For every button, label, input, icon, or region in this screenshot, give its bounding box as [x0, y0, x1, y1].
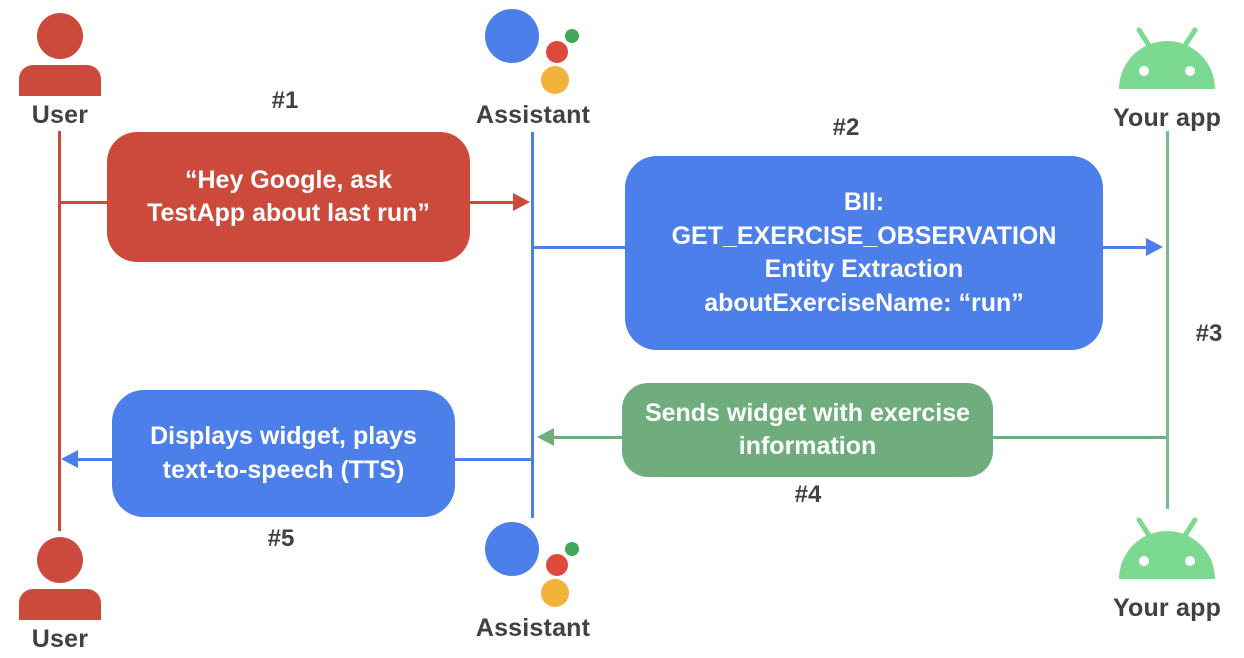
- message-box-1: “Hey Google, ask TestApp about last run”: [107, 132, 470, 262]
- lifeline-user: [58, 131, 61, 531]
- step-label-1: #1: [271, 87, 299, 114]
- message-4-line: Sends widget with exercise: [644, 398, 971, 427]
- message-2-line: aboutExerciseName: “run”: [704, 288, 1024, 317]
- message-5-line: Displays widget, plays: [150, 422, 417, 450]
- step-label-3: #3: [1195, 320, 1223, 347]
- actor-label-user-top: User: [31, 101, 89, 129]
- lifeline-assistant: [531, 132, 534, 518]
- android-icon: [1117, 517, 1217, 584]
- arrow-2-head: [1146, 238, 1163, 256]
- message-box-2: BII: GET_EXERCISE_OBSERVATION Entity Ext…: [625, 156, 1103, 350]
- actor-label-your-app-top: Your app: [1112, 104, 1222, 132]
- actor-user-top: User: [0, 12, 130, 130]
- message-1-line: “Hey Google, ask: [184, 165, 393, 194]
- person-icon: [18, 536, 102, 625]
- message-2-line: BII:: [843, 188, 885, 216]
- message-2-line: Entity Extraction: [764, 255, 964, 283]
- message-box-5: Displays widget, plays text-to-speech (T…: [112, 390, 455, 517]
- message-5-line: text-to-speech (TTS): [162, 455, 405, 484]
- actor-label-assistant-top: Assistant: [475, 101, 591, 129]
- step-label-4: #4: [794, 481, 822, 508]
- actor-your-app-bottom: Your app: [1097, 517, 1237, 623]
- actor-label-user-bottom: User: [31, 625, 89, 653]
- message-2-line: GET_EXERCISE_OBSERVATION: [671, 221, 1057, 250]
- arrow-5-head: [61, 450, 78, 468]
- arrow-4-head: [537, 428, 554, 446]
- android-icon: [1117, 27, 1217, 94]
- actor-your-app-top: Your app: [1097, 27, 1237, 133]
- actor-label-your-app-bottom: Your app: [1112, 594, 1222, 622]
- message-box-4: Sends widget with exercise information: [622, 383, 993, 477]
- arrow-1-head: [513, 193, 530, 211]
- step-label-5: #5: [267, 525, 295, 552]
- actor-assistant-bottom: Assistant: [463, 521, 603, 643]
- step-label-2: #2: [832, 114, 860, 141]
- assistant-icon: [485, 8, 581, 99]
- assistant-icon: [485, 521, 581, 612]
- person-icon: [18, 12, 102, 101]
- actor-user-bottom: User: [0, 536, 130, 654]
- actor-assistant-top: Assistant: [463, 8, 603, 130]
- lifeline-your-app: [1166, 131, 1169, 509]
- message-1-line: TestApp about last run”: [147, 199, 430, 227]
- actor-label-assistant-bottom: Assistant: [475, 614, 591, 642]
- message-4-line: information: [738, 432, 877, 460]
